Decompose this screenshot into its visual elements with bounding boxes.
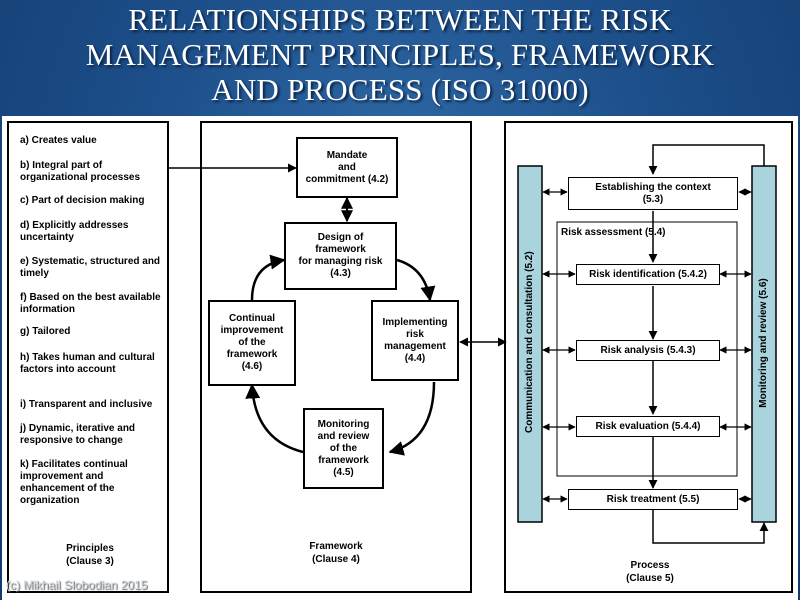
monitoring-framework-box: Monitoring and review of the framework (… <box>303 408 384 489</box>
communication-label: Communication and consultation (5.2) <box>524 251 535 433</box>
risk-identification-box: Risk identification (5.4.2) <box>576 264 720 285</box>
risk-analysis-box: Risk analysis (5.4.3) <box>576 340 720 361</box>
principle-j: j) Dynamic, iterative and responsive to … <box>20 423 136 446</box>
title-line-2: MANAGEMENT PRINCIPLES, FRAMEWORK <box>85 37 715 72</box>
process-panel <box>504 121 793 593</box>
risk-assessment-label: Risk assessment (5.4) <box>561 227 666 238</box>
principles-label: Principles (Clause 3) <box>66 543 114 567</box>
title-line-1: RELATIONSHIPS BETWEEN THE RISK <box>128 2 672 37</box>
slide-title: RELATIONSHIPS BETWEEN THE RISK MANAGEMEN… <box>0 2 800 107</box>
principle-i: i) Transparent and inclusive <box>20 399 153 410</box>
monitoring-review-label: Monitoring and review (5.6) <box>758 278 769 408</box>
principle-d: d) Explicitly addresses uncertainty <box>20 220 129 243</box>
principle-h: h) Takes human and cultural factors into… <box>20 352 155 375</box>
feedback-loop-bottom <box>652 510 769 544</box>
watermark: (c) Mikhail Slobodian 2015 <box>6 578 148 592</box>
implement-to-monitor-arc <box>388 381 436 456</box>
principle-c: c) Part of decision making <box>20 195 145 206</box>
feedback-loop-top <box>648 144 765 175</box>
implementing-box: Implementing risk management (4.4) <box>371 300 459 381</box>
risk-treatment-box: Risk treatment (5.5) <box>568 489 738 510</box>
principle-a: a) Creates value <box>20 135 97 146</box>
monitoring-bar <box>751 165 777 523</box>
principle-f: f) Based on the best available informati… <box>20 292 161 315</box>
continual-improvement-box: Continual improvement of the framework (… <box>208 300 296 386</box>
principle-g: g) Tailored <box>20 326 71 337</box>
title-line-3: AND PROCESS (ISO 31000) <box>211 72 589 107</box>
establishing-context-box: Establishing the context (5.3) <box>568 177 738 210</box>
principle-e: e) Systematic, structured and timely <box>20 256 161 279</box>
design-box: Design of framework for managing risk (4… <box>284 222 397 290</box>
principles-panel <box>7 121 169 593</box>
monitor-to-continual-arc <box>245 383 304 454</box>
principle-b: b) Integral part of organizational proce… <box>20 160 141 183</box>
communication-bar <box>517 165 543 523</box>
principle-k: k) Facilitates continual improvement and… <box>20 459 128 506</box>
process-label: Process (Clause 5) <box>626 560 674 584</box>
risk-evaluation-box: Risk evaluation (5.4.4) <box>576 416 720 437</box>
design-to-implement-arc <box>396 258 436 302</box>
continual-to-design-arc <box>250 254 286 301</box>
framework-label: Framework (Clause 4) <box>309 541 363 565</box>
mandate-box: Mandate and commitment (4.2) <box>296 137 398 198</box>
framework-panel <box>200 121 472 593</box>
